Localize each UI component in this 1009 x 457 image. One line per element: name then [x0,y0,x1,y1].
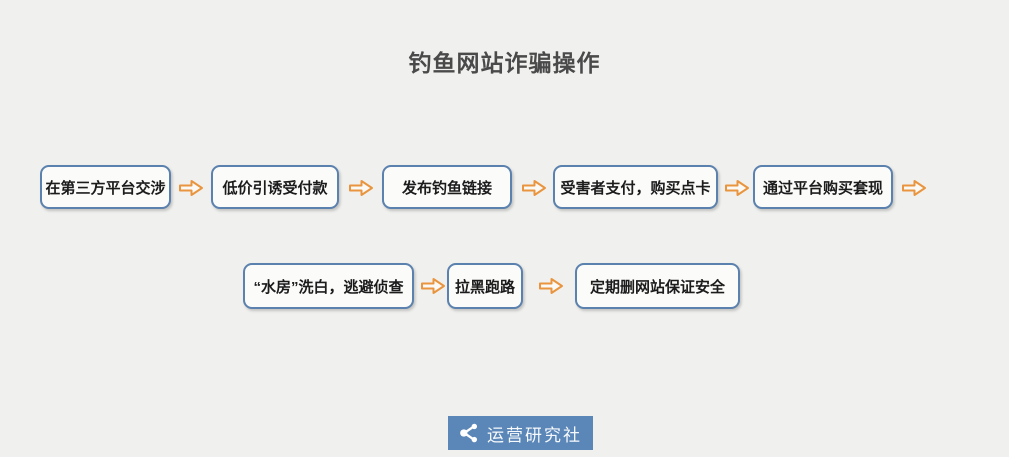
flow-step-label: 受害者支付，购买点卡 [560,179,711,197]
flow-step-label: 拉黑跑路 [455,278,516,296]
flow-step-label: 通过平台购买套现 [762,179,883,197]
flow-arrow-icon [725,180,749,196]
flow-arrow-icon [539,278,563,294]
flow-arrow-icon [421,278,445,294]
flow-step-block-and-run: 拉黑跑路 [447,263,523,309]
flow-arrow-icon [179,180,203,196]
flow-step-label: 低价引诱受付款 [222,179,328,197]
flow-step-label: 发布钓鱼链接 [401,179,492,197]
flow-step-negotiate-platform: 在第三方平台交涉 [40,165,171,209]
flow-step-delete-site: 定期删网站保证安全 [575,263,740,309]
flow-step-victim-pays: 受害者支付，购买点卡 [553,165,718,209]
flow-step-low-price-lure: 低价引诱受付款 [211,165,339,209]
page-title: 钓鱼网站诈骗操作 [408,50,601,76]
flow-arrow-icon [522,180,546,196]
flow-step-publish-phishing-link: 发布钓鱼链接 [382,165,512,209]
flow-arrow-icon [902,180,926,196]
flow-step-cash-out: 通过平台购买套现 [753,165,893,209]
flow-step-money-laundering: “水房”洗白，逃避侦查 [243,263,414,309]
flow-step-label: 定期删网站保证安全 [589,278,725,296]
flow-step-label: 在第三方平台交涉 [45,179,166,197]
brand-name: 运营研究社 [487,425,582,445]
share-icon [460,423,478,443]
flow-arrow-icon [349,180,373,196]
brand-logo: 运营研究社 [448,416,593,450]
flow-step-label: “水房”洗白，逃避侦查 [253,278,404,296]
